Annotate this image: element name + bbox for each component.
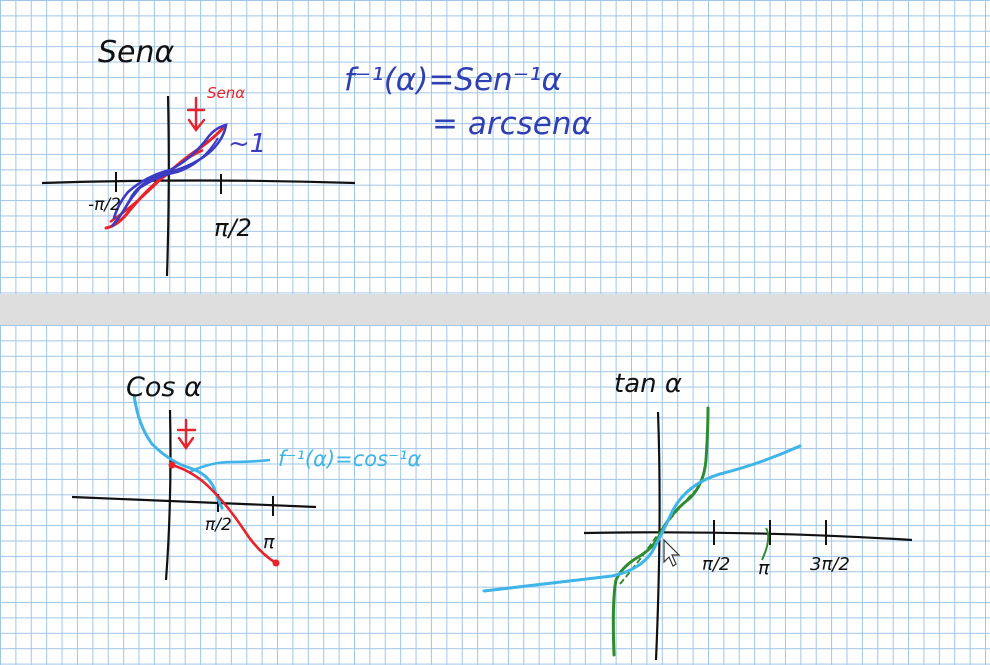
cosine-y-axis: [164, 409, 172, 581]
tan-branch-green: [761, 527, 770, 561]
page-separator: [0, 294, 990, 325]
sine-graph: Senα Senα ~1 -π/2 π/2 f⁻¹(α)=Sen⁻¹α = ar…: [41, 35, 592, 277]
tangent-y-axis: [654, 411, 661, 661]
cosine-tick-end-label: π: [263, 531, 275, 553]
arctan-curve-cyan: [482, 444, 802, 593]
tangent-tick-2-label: π: [758, 557, 770, 579]
inverse-formula-line2: = arcsenα: [432, 106, 592, 142]
sine-red-label: Senα: [207, 84, 245, 102]
arccos-curve-cyan: [132, 393, 224, 510]
cursor-icon: [663, 538, 681, 567]
sine-title: Senα: [98, 35, 175, 70]
cosine-graph: Cos α f⁻¹(α)=cos⁻¹α π/2 π: [71, 372, 422, 581]
tangent-graph: tan α π/2 π 3π/2: [482, 369, 913, 661]
sine-x-axis: [41, 179, 356, 185]
cosine-tick-mid-label: π/2: [205, 515, 232, 535]
notebook-page-bottom: [0, 325, 990, 665]
tangent-tick-3-label: 3π/2: [810, 554, 850, 575]
sine-y-axis: [165, 95, 170, 277]
arccos-connector-cyan: [189, 458, 271, 474]
red-arrow-icon: [186, 96, 206, 133]
cos-red-arrow-icon: [176, 418, 197, 451]
tangent-tick-1-label: π/2: [702, 554, 730, 575]
sine-tick-neg-label: -π/2: [88, 195, 121, 215]
cosine-end-point: [272, 559, 280, 567]
cosine-title: Cos α: [126, 372, 202, 403]
cosine-curve-red: [170, 463, 278, 565]
cosine-start-point: [168, 461, 176, 469]
notebook-page-top: [0, 0, 990, 294]
arccos-formula: f⁻¹(α)=cos⁻¹α: [278, 447, 422, 471]
arcsine-curve-blue-2: [117, 137, 219, 221]
tilde-label: ~1: [228, 129, 266, 159]
tangent-title: tan α: [614, 369, 682, 399]
inverse-formula-line1: f⁻¹(α)=Sen⁻¹α: [344, 62, 562, 98]
tangent-x-axis: [583, 531, 913, 542]
cosine-x-axis: [71, 495, 317, 509]
sine-tick-pos-label: π/2: [214, 214, 252, 242]
